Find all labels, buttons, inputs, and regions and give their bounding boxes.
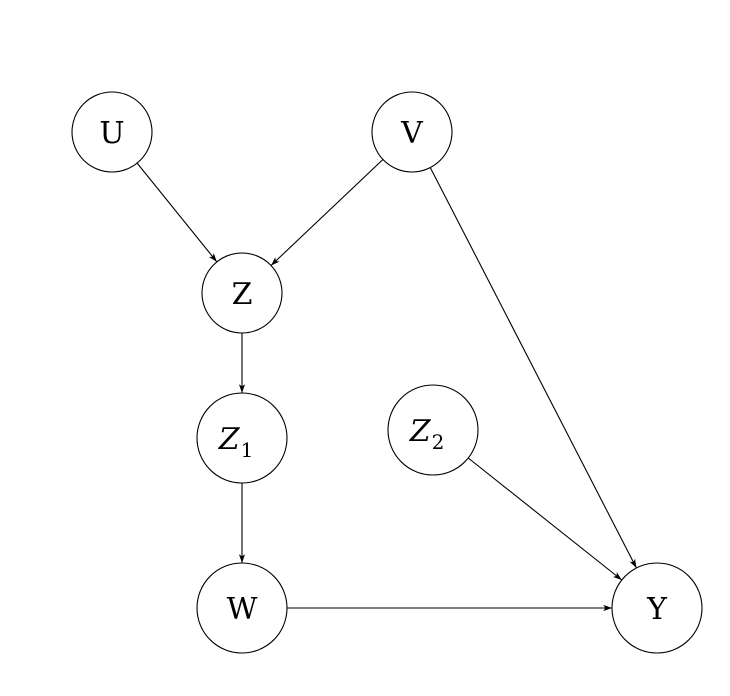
- node-z2: Z2: [387, 384, 479, 476]
- node-circle: [371, 91, 453, 173]
- node-circle: [201, 252, 283, 334]
- node-circle: [387, 384, 479, 476]
- edges-layer: [136, 159, 637, 612]
- node-u: U: [71, 91, 153, 173]
- node-circle: [196, 392, 288, 484]
- node-y: Y: [611, 562, 703, 654]
- edge-z2-to-y: [467, 457, 623, 581]
- node-label: Y: [646, 592, 668, 627]
- node-z: Z: [201, 252, 283, 334]
- node-label: V: [400, 116, 424, 151]
- nodes-layer: U V Z Z1 Z2W Y: [71, 91, 703, 654]
- node-subscript: 2: [432, 430, 445, 454]
- node-subscript: 1: [241, 438, 254, 462]
- node-label: W: [227, 592, 258, 627]
- node-label: U: [99, 116, 124, 151]
- node-w: W: [196, 562, 288, 654]
- node-circle: [611, 562, 703, 654]
- edge-v-to-z: [270, 159, 384, 266]
- node-circle: [71, 91, 153, 173]
- edge-v-to-y: [429, 167, 637, 569]
- edge-u-to-z: [136, 162, 218, 263]
- node-label: Z: [232, 277, 253, 312]
- node-v: V: [371, 91, 453, 173]
- node-circle: [196, 562, 288, 654]
- node-z1: Z1: [196, 392, 288, 484]
